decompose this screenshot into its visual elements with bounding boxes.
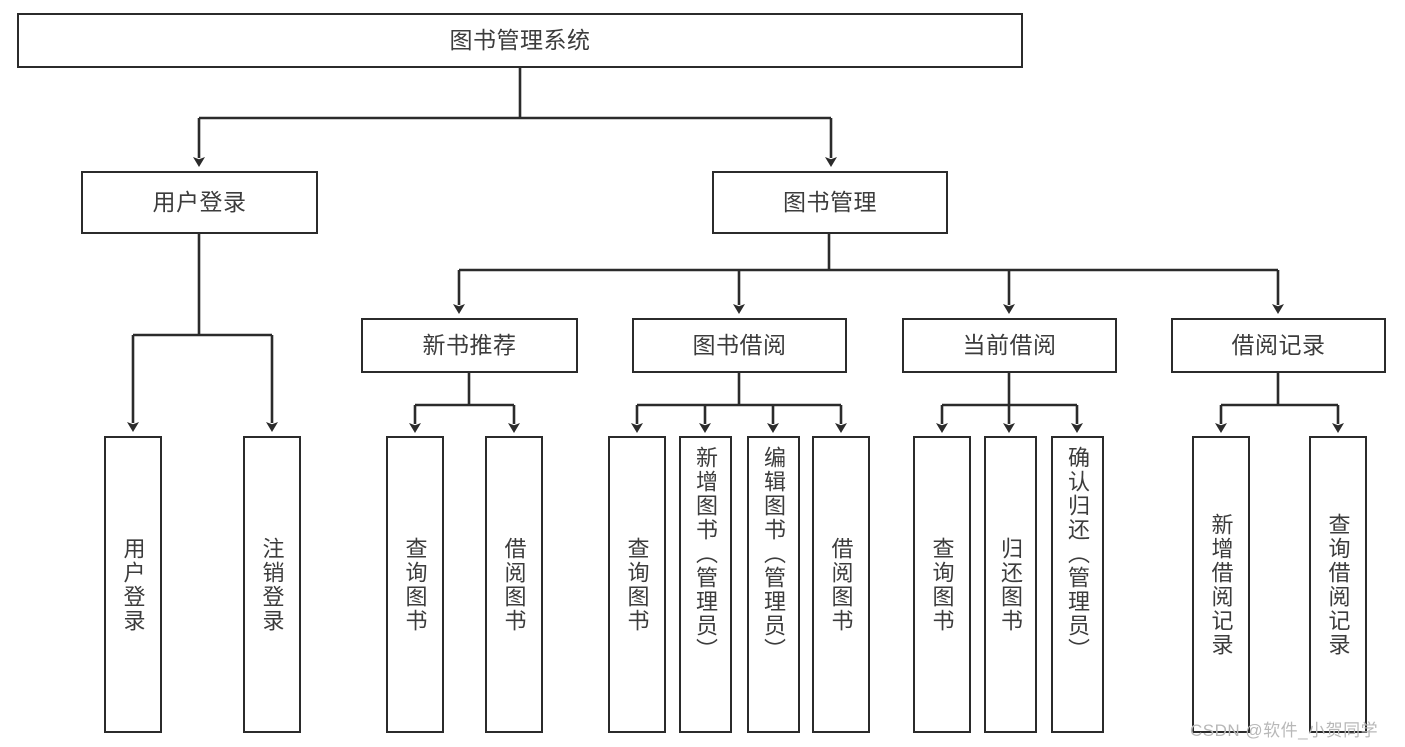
node-root-label: 图书管理系统: [449, 27, 591, 54]
leaf-recommend-borrow-book-label: 借阅图书: [501, 536, 527, 633]
leaf-record-query[interactable]: 查询借阅记录: [1309, 436, 1367, 733]
leaf-borrow-query-book[interactable]: 查询图书: [608, 436, 666, 733]
leaf-current-confirm-return-label: 确认归还（管理员）: [1065, 446, 1091, 662]
node-borrow-record-label: 借阅记录: [1231, 332, 1326, 359]
leaf-current-confirm-return[interactable]: 确认归还（管理员）: [1051, 436, 1104, 733]
leaf-borrow-add-book[interactable]: 新增图书（管理员）: [679, 436, 732, 733]
node-book-borrow[interactable]: 图书借阅: [632, 318, 847, 373]
csdn-watermark: CSDN @软件_小贺同学: [1190, 721, 1379, 740]
leaf-logout-label: 注销登录: [259, 536, 285, 633]
leaf-current-query-book-label: 查询图书: [929, 536, 955, 633]
leaf-recommend-borrow-book[interactable]: 借阅图书: [485, 436, 543, 733]
node-book-borrow-label: 图书借阅: [692, 332, 787, 359]
leaf-recommend-query-book[interactable]: 查询图书: [386, 436, 444, 733]
node-new-book-recommend[interactable]: 新书推荐: [361, 318, 578, 373]
leaf-current-return-book[interactable]: 归还图书: [984, 436, 1037, 733]
node-current-borrow-label: 当前借阅: [962, 332, 1057, 359]
leaf-logout[interactable]: 注销登录: [243, 436, 301, 733]
node-book-management[interactable]: 图书管理: [712, 171, 948, 234]
leaf-borrow-add-book-label: 新增图书（管理员）: [693, 446, 719, 662]
node-current-borrow[interactable]: 当前借阅: [902, 318, 1117, 373]
leaf-record-query-label: 查询借阅记录: [1325, 512, 1351, 657]
leaf-borrow-edit-book[interactable]: 编辑图书（管理员）: [747, 436, 800, 733]
leaf-borrow-borrow-book-label: 借阅图书: [828, 536, 854, 633]
node-root[interactable]: 图书管理系统: [17, 13, 1023, 68]
leaf-borrow-query-book-label: 查询图书: [624, 536, 650, 633]
leaf-user-login[interactable]: 用户登录: [104, 436, 162, 733]
node-new-book-recommend-label: 新书推荐: [422, 332, 517, 359]
node-user-login-label: 用户登录: [152, 189, 247, 216]
leaf-record-add-label: 新增借阅记录: [1208, 512, 1234, 657]
node-user-login[interactable]: 用户登录: [81, 171, 318, 234]
leaf-borrow-borrow-book[interactable]: 借阅图书: [812, 436, 870, 733]
leaf-recommend-query-book-label: 查询图书: [402, 536, 428, 633]
leaf-record-add[interactable]: 新增借阅记录: [1192, 436, 1250, 733]
leaf-borrow-edit-book-label: 编辑图书（管理员）: [761, 446, 787, 662]
leaf-current-return-book-label: 归还图书: [998, 536, 1024, 633]
leaf-user-login-label: 用户登录: [120, 536, 146, 633]
node-borrow-record[interactable]: 借阅记录: [1171, 318, 1386, 373]
node-book-management-label: 图书管理: [783, 189, 877, 216]
leaf-current-query-book[interactable]: 查询图书: [913, 436, 971, 733]
